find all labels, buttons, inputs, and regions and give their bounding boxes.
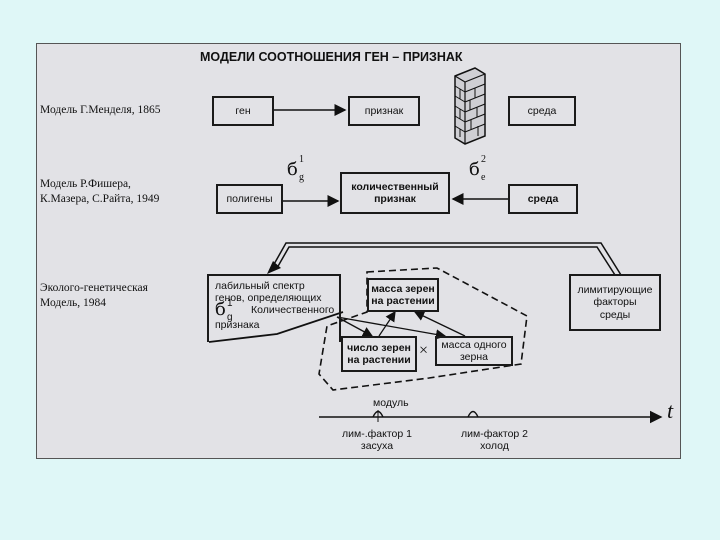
mass-grain-line2: на растении bbox=[371, 295, 435, 307]
sigma-sup: 1 bbox=[227, 298, 233, 310]
sigma-g-sub: g bbox=[299, 172, 304, 183]
limiting-line2: факторы bbox=[593, 296, 637, 309]
trait-box: признак bbox=[348, 96, 420, 126]
sigma-e-sub: e bbox=[481, 172, 486, 183]
quant-trait-box: количественный признак bbox=[340, 172, 450, 214]
eco-label-line1: Эколого-генетическая bbox=[40, 282, 148, 294]
lim-factor-1: лим-.фактор 1 засуха bbox=[342, 428, 412, 452]
sigma-g-symbol: б bbox=[287, 159, 298, 180]
spectrum-box: лабильный спектр генов, определяющих б 1… bbox=[207, 274, 341, 342]
mendel-label: Модель Г.Менделя, 1865 bbox=[40, 104, 161, 116]
eco-label-line2: Модель, 1984 bbox=[40, 297, 107, 309]
env-box-2: среда bbox=[508, 184, 578, 214]
arrow-num-to-mass bbox=[378, 310, 396, 337]
spectrum-line1: лабильный спектр bbox=[215, 280, 305, 292]
num-grain-box: число зерен на растении bbox=[341, 336, 417, 372]
spectrum-line2: генов, определяющих bbox=[215, 292, 322, 305]
lim1-line1: лим-.фактор 1 bbox=[342, 428, 412, 440]
scanned-diagram: МОДЕЛИ СООТНОШЕНИЯ ГЕН – ПРИЗНАК Модель … bbox=[36, 43, 681, 459]
sigma-e-sup: 2 bbox=[481, 154, 486, 165]
fisher-label-line1: Модель Р.Фишера, bbox=[40, 178, 131, 190]
spectrum-line3: Количественного bbox=[251, 304, 335, 317]
quant-trait-line2: признак bbox=[374, 193, 416, 205]
mass-one-line1: масса одного bbox=[441, 338, 507, 351]
limiting-factors-box: лимитирующие факторы среды bbox=[569, 274, 661, 331]
arrow-massone-to-mass bbox=[413, 311, 466, 337]
num-grain-line2: на растении bbox=[347, 354, 411, 366]
limiting-line1: лимитирующие bbox=[577, 284, 653, 297]
cross-symbol: × bbox=[419, 342, 429, 359]
num-grain-line1: число зерен bbox=[347, 341, 411, 354]
time-label: t bbox=[667, 398, 674, 423]
fisher-label-line2: К.Мазера, С.Райта, 1949 bbox=[40, 193, 160, 205]
polygenes-box: полигены bbox=[216, 184, 283, 214]
sigma-e-symbol: б bbox=[469, 159, 480, 180]
lim2-line2: холод bbox=[480, 440, 509, 453]
sigma-symbol: б bbox=[215, 299, 226, 321]
arrow-spectrum-to-num bbox=[336, 316, 374, 337]
connectors bbox=[208, 67, 663, 424]
brick-wall bbox=[454, 67, 486, 145]
gene-box: ген bbox=[212, 96, 274, 126]
diagram-title: МОДЕЛИ СООТНОШЕНИЯ ГЕН – ПРИЗНАК bbox=[200, 50, 463, 64]
quant-trait-line1: количественный bbox=[351, 180, 439, 193]
module-label: модуль bbox=[373, 397, 409, 409]
lim2-line1: лим-фактор 2 bbox=[461, 428, 529, 440]
arrow-limiting-to-spectrum bbox=[276, 246, 616, 276]
mass-grain-box: масса зерен на растении bbox=[367, 278, 439, 312]
arrow-spectrum-to-massone bbox=[336, 316, 447, 340]
mass-one-line2: зерна bbox=[459, 351, 488, 363]
sigma-sub: g bbox=[227, 312, 233, 324]
spectrum-line4: признака bbox=[215, 319, 260, 332]
mass-one-grain-box: масса одного зерна bbox=[435, 336, 513, 366]
limiting-line3: среды bbox=[599, 308, 631, 321]
mass-grain-line1: масса зерен bbox=[371, 282, 435, 295]
sigma-g-sup: 1 bbox=[299, 154, 304, 165]
env-box: среда bbox=[508, 96, 576, 126]
lim1-line2: засуха bbox=[360, 440, 394, 453]
lim-factor-2: лим-фактор 2 холод bbox=[461, 428, 528, 452]
